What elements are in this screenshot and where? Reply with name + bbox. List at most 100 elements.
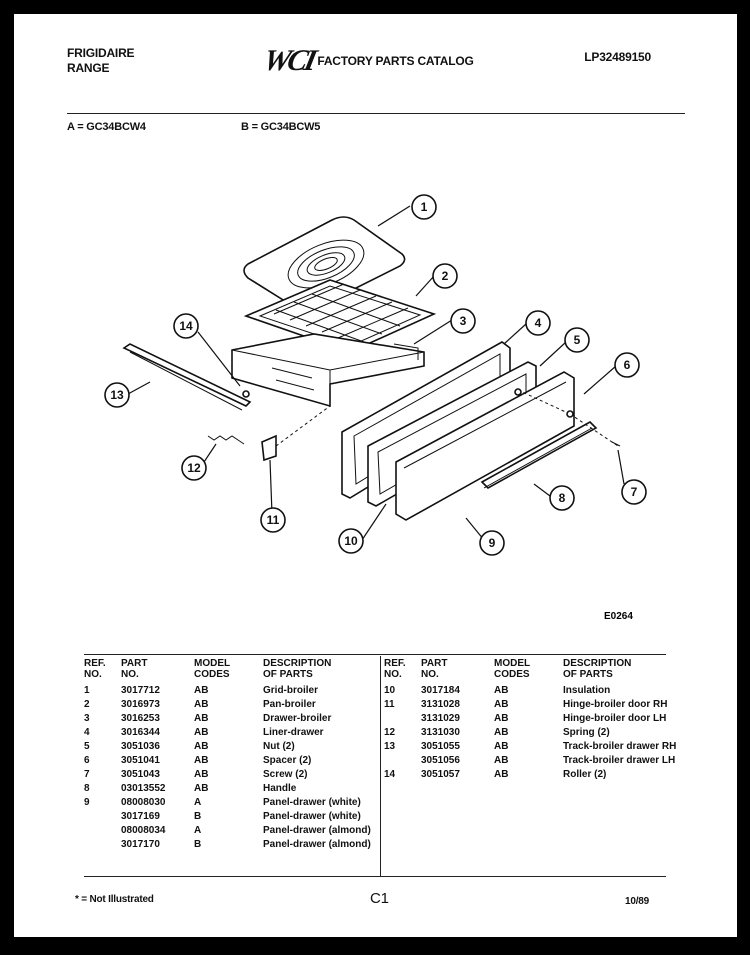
model-code-cell: AB [194, 685, 209, 696]
header-ref: REF.NO. [384, 658, 406, 680]
model-code-cell: B [194, 839, 202, 850]
model-code-cell: AB [194, 741, 209, 752]
ref-cell: 13 [384, 741, 396, 752]
model-code-cell: AB [194, 727, 209, 738]
part-number-cell: 08008034 [121, 825, 166, 836]
spring-drawing [207, 435, 245, 445]
part-number-cell: 3051036 [121, 741, 160, 752]
header-ref: REF.NO. [84, 658, 106, 680]
hinge-drawing [261, 434, 277, 462]
ref-cell: 3 [84, 713, 90, 724]
roller-drawing [242, 390, 250, 398]
model-code-cell: A [194, 825, 202, 836]
catalog-date: 10/89 [624, 896, 649, 907]
callout-7: 7 [621, 479, 647, 505]
drawer-broiler-drawing [231, 333, 425, 408]
description-cell: Hinge-broiler door RH [563, 699, 668, 710]
ref-cell: 14 [384, 769, 396, 780]
spacer-drawing [566, 410, 574, 418]
description-cell: Liner-drawer [263, 727, 324, 738]
description-cell: Screw (2) [263, 769, 308, 780]
ref-cell: 9 [84, 797, 90, 808]
svg-text:6: 6 [624, 358, 631, 372]
page-code: C1 [370, 890, 389, 907]
svg-text:1: 1 [421, 200, 428, 214]
part-number-cell: 3016344 [121, 727, 160, 738]
ref-cell [84, 838, 121, 852]
callout-2: 2 [432, 263, 458, 289]
ref-cell: 11 [384, 699, 395, 710]
footnote: * = Not Illustrated [75, 894, 154, 905]
part-number-cell: 3051056 [421, 755, 460, 766]
track-drawing [122, 343, 252, 411]
catalog-title: FACTORY PARTS CATALOG [317, 54, 474, 68]
part-number-cell: 3017184 [421, 685, 460, 696]
svg-text:13: 13 [110, 388, 124, 402]
description-cell: Panel-drawer (almond) [263, 839, 371, 850]
model-code-cell: AB [494, 699, 509, 710]
model-code-cell: AB [494, 755, 509, 766]
svg-text:9: 9 [489, 536, 496, 550]
svg-text:12: 12 [187, 461, 201, 475]
model-code-cell: AB [194, 699, 209, 710]
model-code-cell: AB [194, 769, 209, 780]
model-code-cell: AB [194, 755, 209, 766]
model-code-cell: AB [494, 713, 509, 724]
product-type: RANGE [67, 61, 110, 75]
model-code-cell: AB [494, 685, 509, 696]
callout-12: 12 [181, 455, 207, 481]
description-cell: Insulation [563, 685, 611, 696]
table-column-divider [380, 656, 381, 876]
catalog-logo: WCI FACTORY PARTS CATALOG [261, 44, 474, 78]
description-cell: Nut (2) [263, 741, 295, 752]
model-code-cell: B [194, 811, 202, 822]
ref-cell: 8 [84, 783, 90, 794]
exploded-parts-diagram: 1 2 3 4 5 6 7 8 9 10 11 12 13 14 [104, 194, 647, 556]
callout-9: 9 [479, 530, 505, 556]
description-cell: Drawer-broiler [263, 713, 332, 724]
nut-drawing [514, 388, 522, 396]
ref-cell: 5 [84, 741, 90, 752]
description-cell: Roller (2) [563, 769, 607, 780]
model-code-cell: AB [494, 741, 509, 752]
svg-text:14: 14 [179, 319, 193, 333]
ref-cell: 10 [384, 685, 396, 696]
model-a-label: A = GC34BCW4 [67, 121, 146, 133]
model-code-cell: AB [494, 727, 509, 738]
callout-1: 1 [411, 194, 437, 220]
ref-cell: 4 [84, 727, 90, 738]
part-number-cell: 3131029 [421, 713, 460, 724]
callout-5: 5 [564, 327, 590, 353]
part-number-cell: 3016973 [121, 699, 160, 710]
part-number-cell: 08008030 [121, 797, 166, 808]
catalog-page: FRIGIDAIRE RANGE WCI FACTORY PARTS CATAL… [14, 14, 737, 937]
callout-10: 10 [338, 528, 364, 554]
svg-text:3: 3 [460, 314, 467, 328]
ref-cell [84, 810, 121, 824]
svg-text:2: 2 [442, 269, 449, 283]
model-code-cell: AB [194, 713, 209, 724]
brand-block: FRIGIDAIRE RANGE [67, 46, 135, 76]
table-row: 10 3017184 AB Insulation [384, 684, 688, 698]
description-cell: Panel-drawer (white) [263, 811, 361, 822]
header-divider [67, 113, 685, 114]
part-number-cell: 3131030 [421, 727, 460, 738]
callout-13: 13 [104, 382, 130, 408]
brand-name: FRIGIDAIRE [67, 46, 135, 60]
